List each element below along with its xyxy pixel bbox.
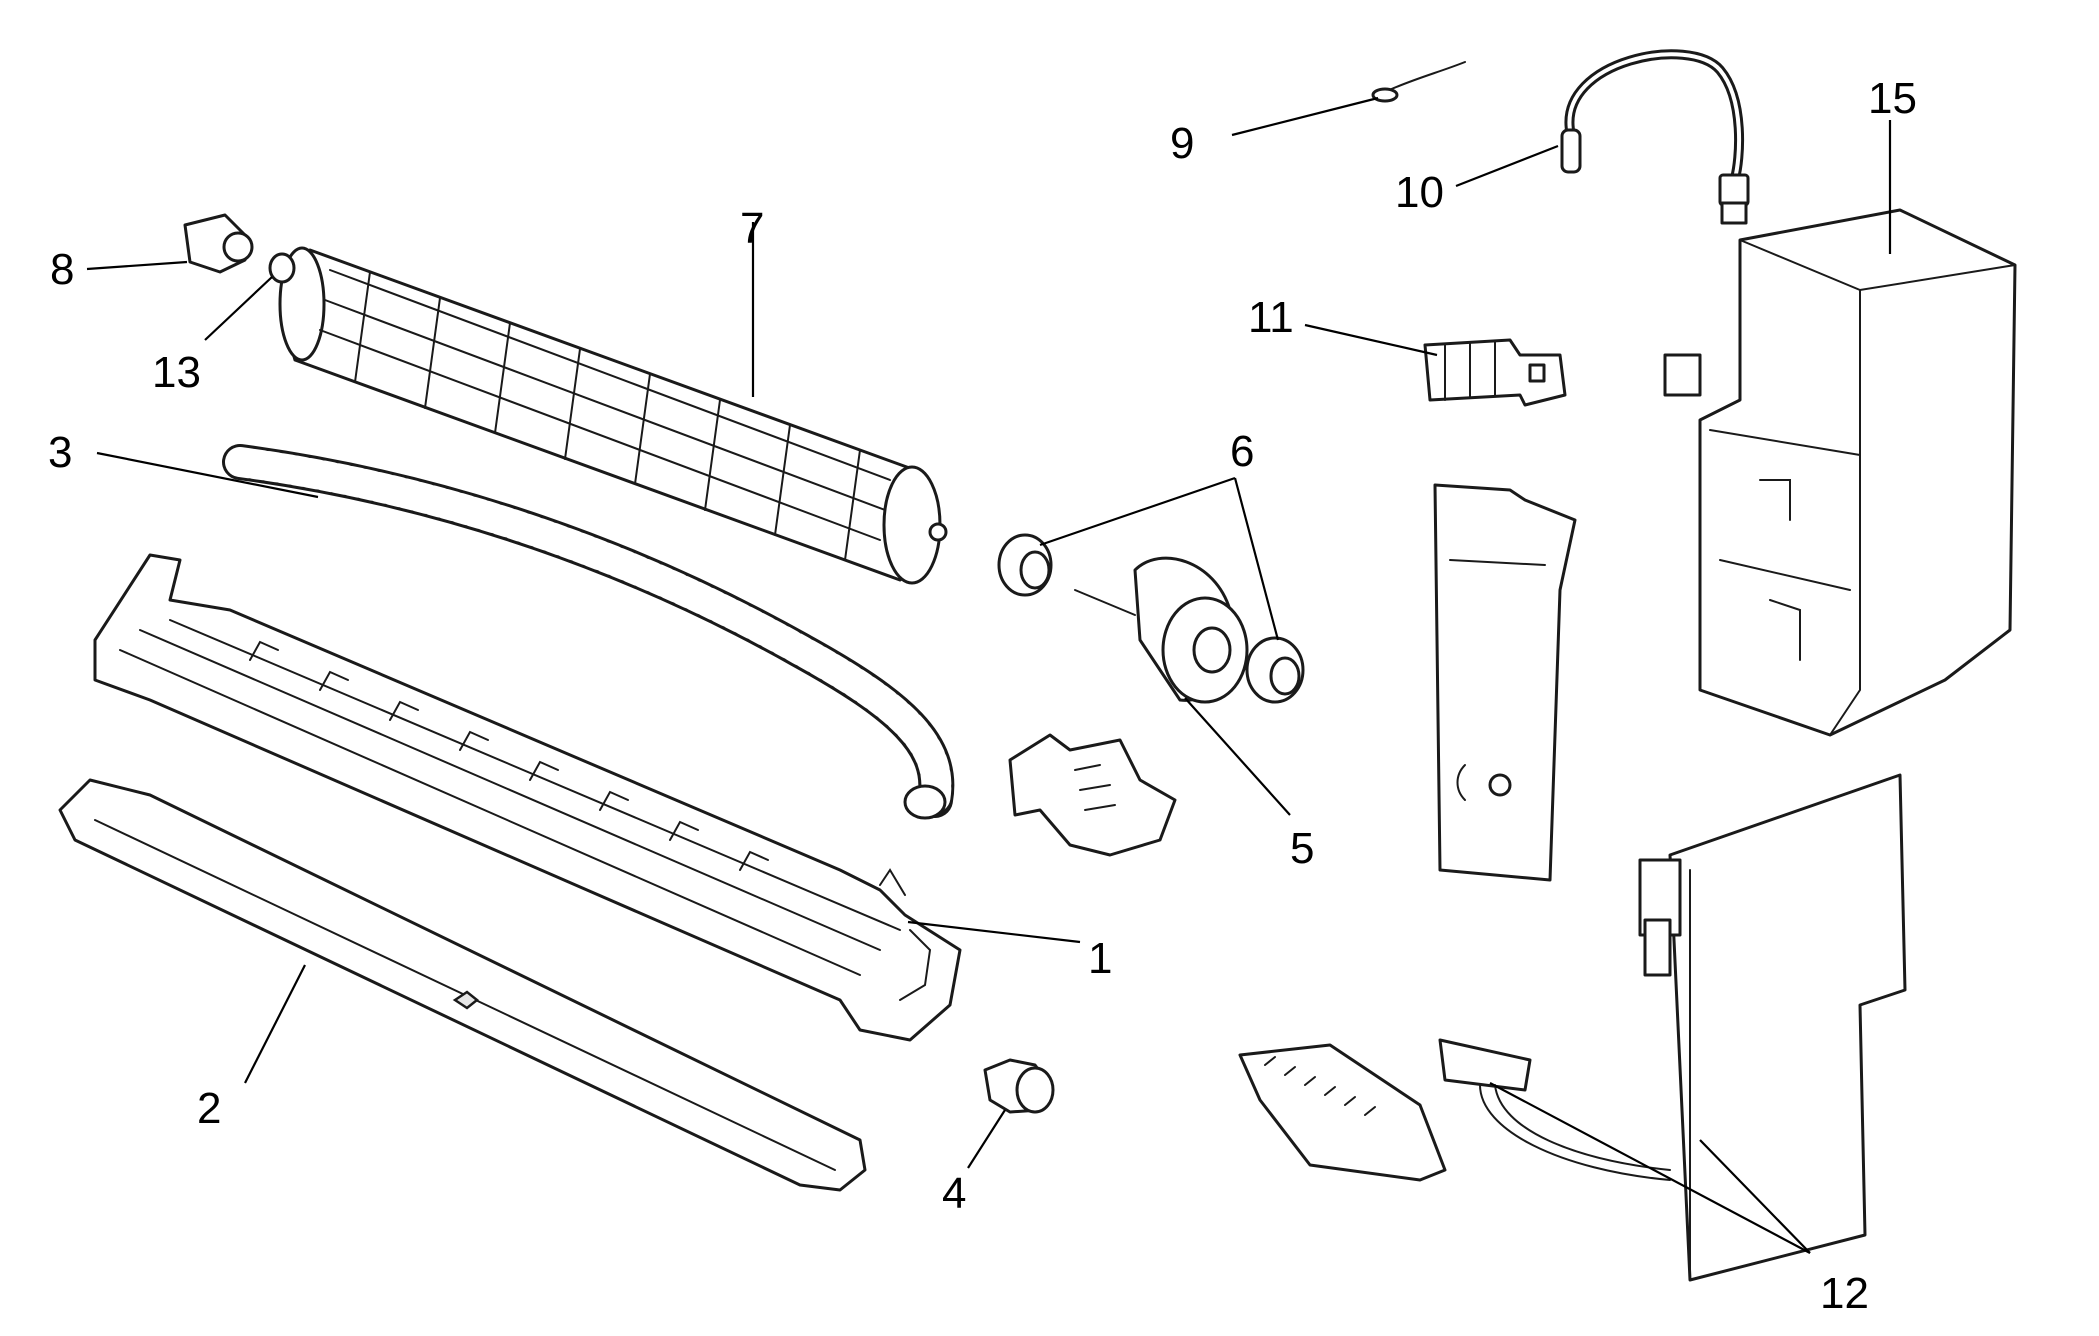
callout-2: 2 [197,1084,221,1133]
callout-9: 9 [1170,119,1194,168]
callout-12: 12 [1820,1269,1869,1318]
callout-4: 4 [942,1169,966,1218]
motor-bushings [997,533,1305,704]
fan-motor [1074,556,1249,704]
drain-pan-frame [93,553,962,1042]
stepping-motor [983,1058,1055,1114]
control-box [1663,208,2017,737]
motor-bracket [1008,733,1177,857]
pcb-assembly [1238,773,1907,1282]
callout-8: 8 [50,245,74,294]
callout-6: 6 [1230,427,1254,476]
terminal-cover [1433,483,1577,882]
thermistor-lead [1560,49,1750,225]
callout-3: 3 [48,428,72,477]
callout-13: 13 [152,348,201,397]
terminal-block [1423,338,1567,407]
drain-hose [222,444,955,820]
callout-10: 10 [1395,168,1444,217]
callout-11: 11 [1248,293,1294,342]
leader-lines [86,96,1892,1254]
cross-flow-fan [278,246,948,585]
callout-labels: 1 2 3 4 5 6 7 8 9 10 11 12 13 15 [48,74,1917,1318]
callout-7: 7 [740,204,764,253]
louver-blade [58,778,867,1192]
callout-15: 15 [1868,74,1917,123]
bearing [183,213,254,274]
callout-5: 5 [1290,824,1314,873]
bearing-bushing [268,252,296,284]
sensor-wire [1371,61,1466,103]
callout-1: 1 [1088,934,1112,983]
